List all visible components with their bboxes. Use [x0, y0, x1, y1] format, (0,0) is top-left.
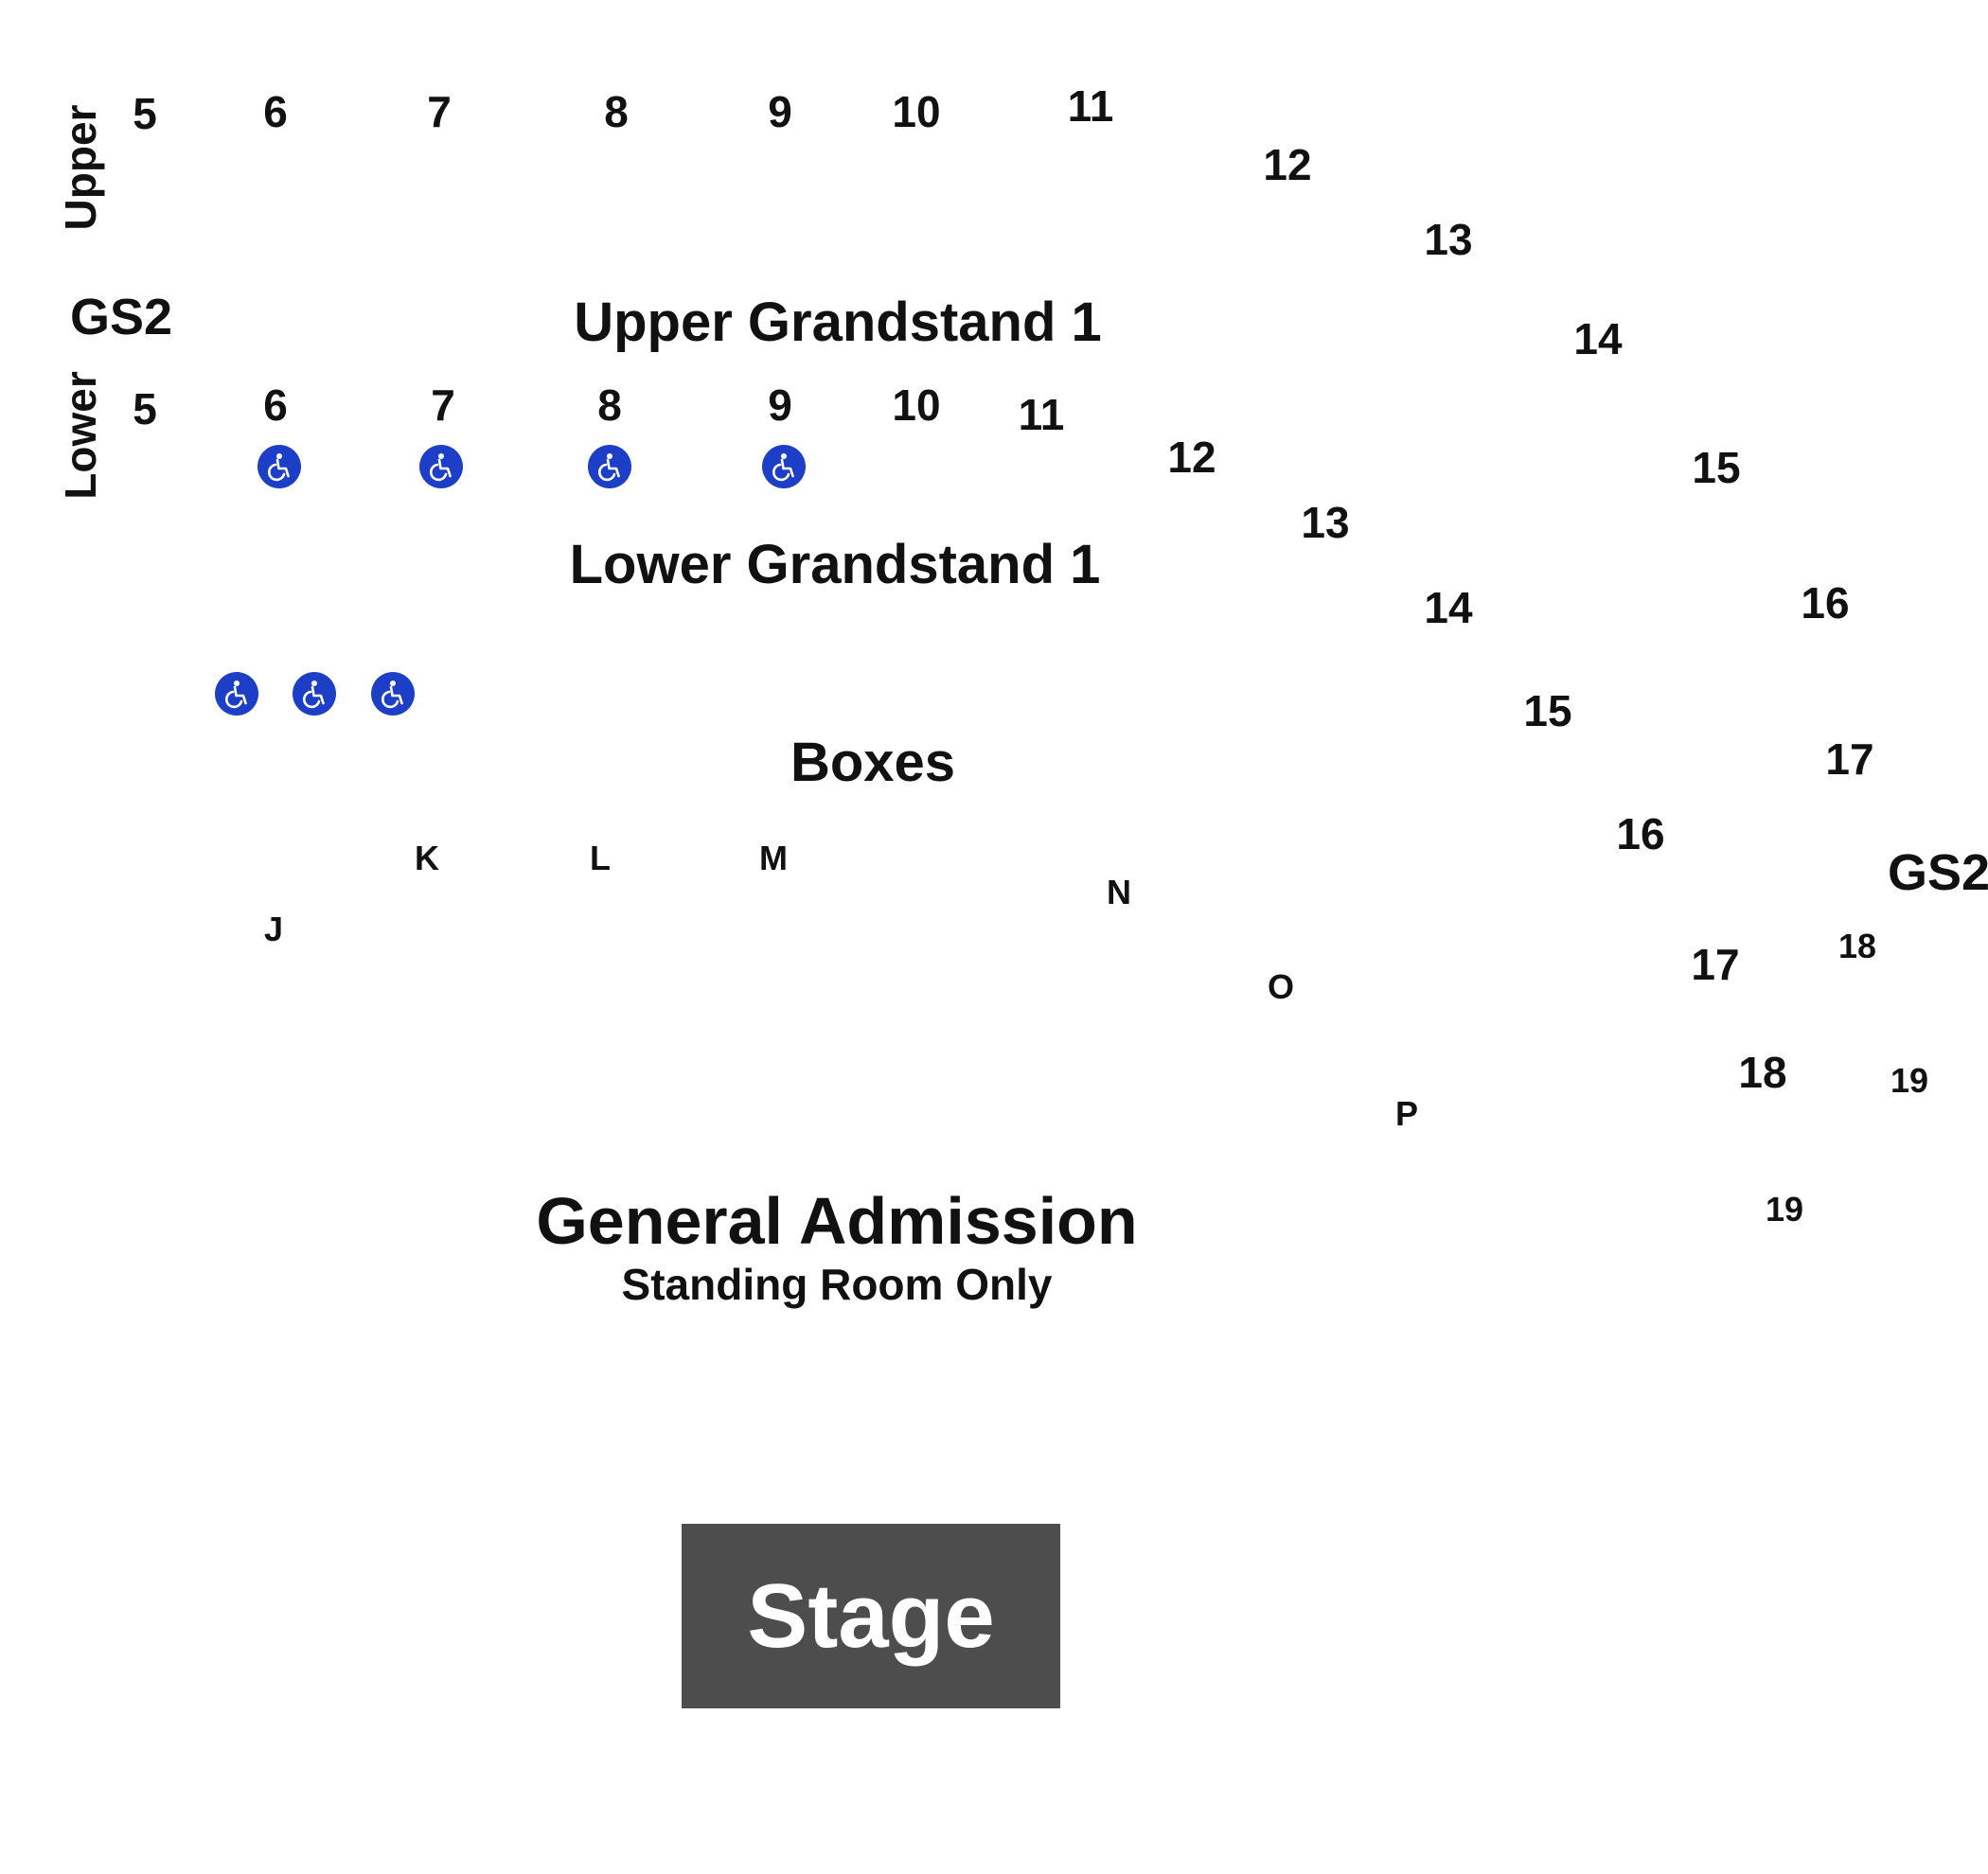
wheelchair-icon[interactable] — [293, 672, 336, 716]
upper-section-14[interactable]: 14 — [1573, 314, 1623, 363]
lower-section-11[interactable]: 11 — [1018, 390, 1065, 439]
lower-section-10[interactable]: 10 — [892, 380, 941, 430]
right-section-19[interactable]: 19 — [1890, 1061, 1929, 1100]
box-k[interactable]: K — [415, 839, 439, 877]
right-section-15[interactable]: 15 — [1692, 443, 1741, 492]
lower-section-6[interactable]: 6 — [263, 380, 288, 430]
upper-section-12[interactable]: 12 — [1263, 140, 1312, 189]
box-o[interactable]: O — [1267, 967, 1295, 1006]
lower-section-15[interactable]: 15 — [1523, 686, 1572, 735]
boxes-label[interactable]: Boxes — [790, 732, 956, 793]
lower-section-16[interactable]: 16 — [1616, 809, 1665, 858]
right-section-17[interactable]: 17 — [1825, 734, 1874, 784]
lower-section-8[interactable]: 8 — [597, 380, 622, 430]
standing-room-label: Standing Room Only — [621, 1260, 1053, 1309]
lower-grandstand-label[interactable]: Lower Grandstand 1 — [569, 534, 1101, 595]
lower-section-13[interactable]: 13 — [1301, 498, 1350, 547]
lower-section-14[interactable]: 14 — [1424, 583, 1473, 632]
lower-section-5[interactable]: 5 — [133, 384, 157, 433]
upper-section-11[interactable]: 11 — [1067, 81, 1114, 131]
upper-section-6[interactable]: 6 — [263, 87, 288, 136]
wheelchair-icon[interactable] — [762, 445, 806, 488]
upper-section-7[interactable]: 7 — [427, 87, 452, 136]
upper-section-8[interactable]: 8 — [604, 87, 629, 136]
lower-section-12[interactable]: 12 — [1167, 433, 1216, 482]
wheelchair-icon[interactable] — [257, 445, 301, 488]
upper-grandstand-label[interactable]: Upper Grandstand 1 — [574, 292, 1102, 353]
wheelchair-icon[interactable] — [371, 672, 415, 716]
box-l[interactable]: L — [590, 839, 611, 877]
lower-section-17[interactable]: 17 — [1691, 940, 1740, 989]
wheelchair-icon[interactable] — [215, 672, 258, 716]
lower-section-7[interactable]: 7 — [431, 380, 455, 430]
wheelchair-icon[interactable] — [588, 445, 631, 488]
lower-section-18[interactable]: 18 — [1738, 1048, 1787, 1097]
gs2-left-label[interactable]: GS2 — [69, 289, 173, 345]
lower-section-19[interactable]: 19 — [1765, 1190, 1804, 1229]
box-m[interactable]: M — [759, 839, 788, 877]
box-j[interactable]: J — [263, 910, 284, 948]
right-section-18[interactable]: 18 — [1837, 927, 1877, 965]
lower-section-9[interactable]: 9 — [768, 380, 792, 430]
stage: Stage — [682, 1524, 1060, 1708]
wheelchair-icon[interactable] — [419, 445, 463, 488]
box-p[interactable]: P — [1394, 1094, 1419, 1133]
stage-label: Stage — [747, 1565, 995, 1667]
upper-section-10[interactable]: 10 — [892, 87, 941, 136]
gs2-right-label[interactable]: GS2 — [1887, 844, 1988, 901]
upper-section-5[interactable]: 5 — [133, 89, 157, 138]
upper-section-13[interactable]: 13 — [1424, 215, 1473, 264]
right-section-16[interactable]: 16 — [1801, 578, 1850, 628]
box-n[interactable]: N — [1107, 873, 1131, 911]
upper-section-9[interactable]: 9 — [768, 87, 792, 136]
lower-tier-label: Lower — [56, 371, 105, 500]
general-admission-label[interactable]: General Admission — [536, 1184, 1138, 1258]
upper-tier-label: Upper — [56, 104, 105, 231]
